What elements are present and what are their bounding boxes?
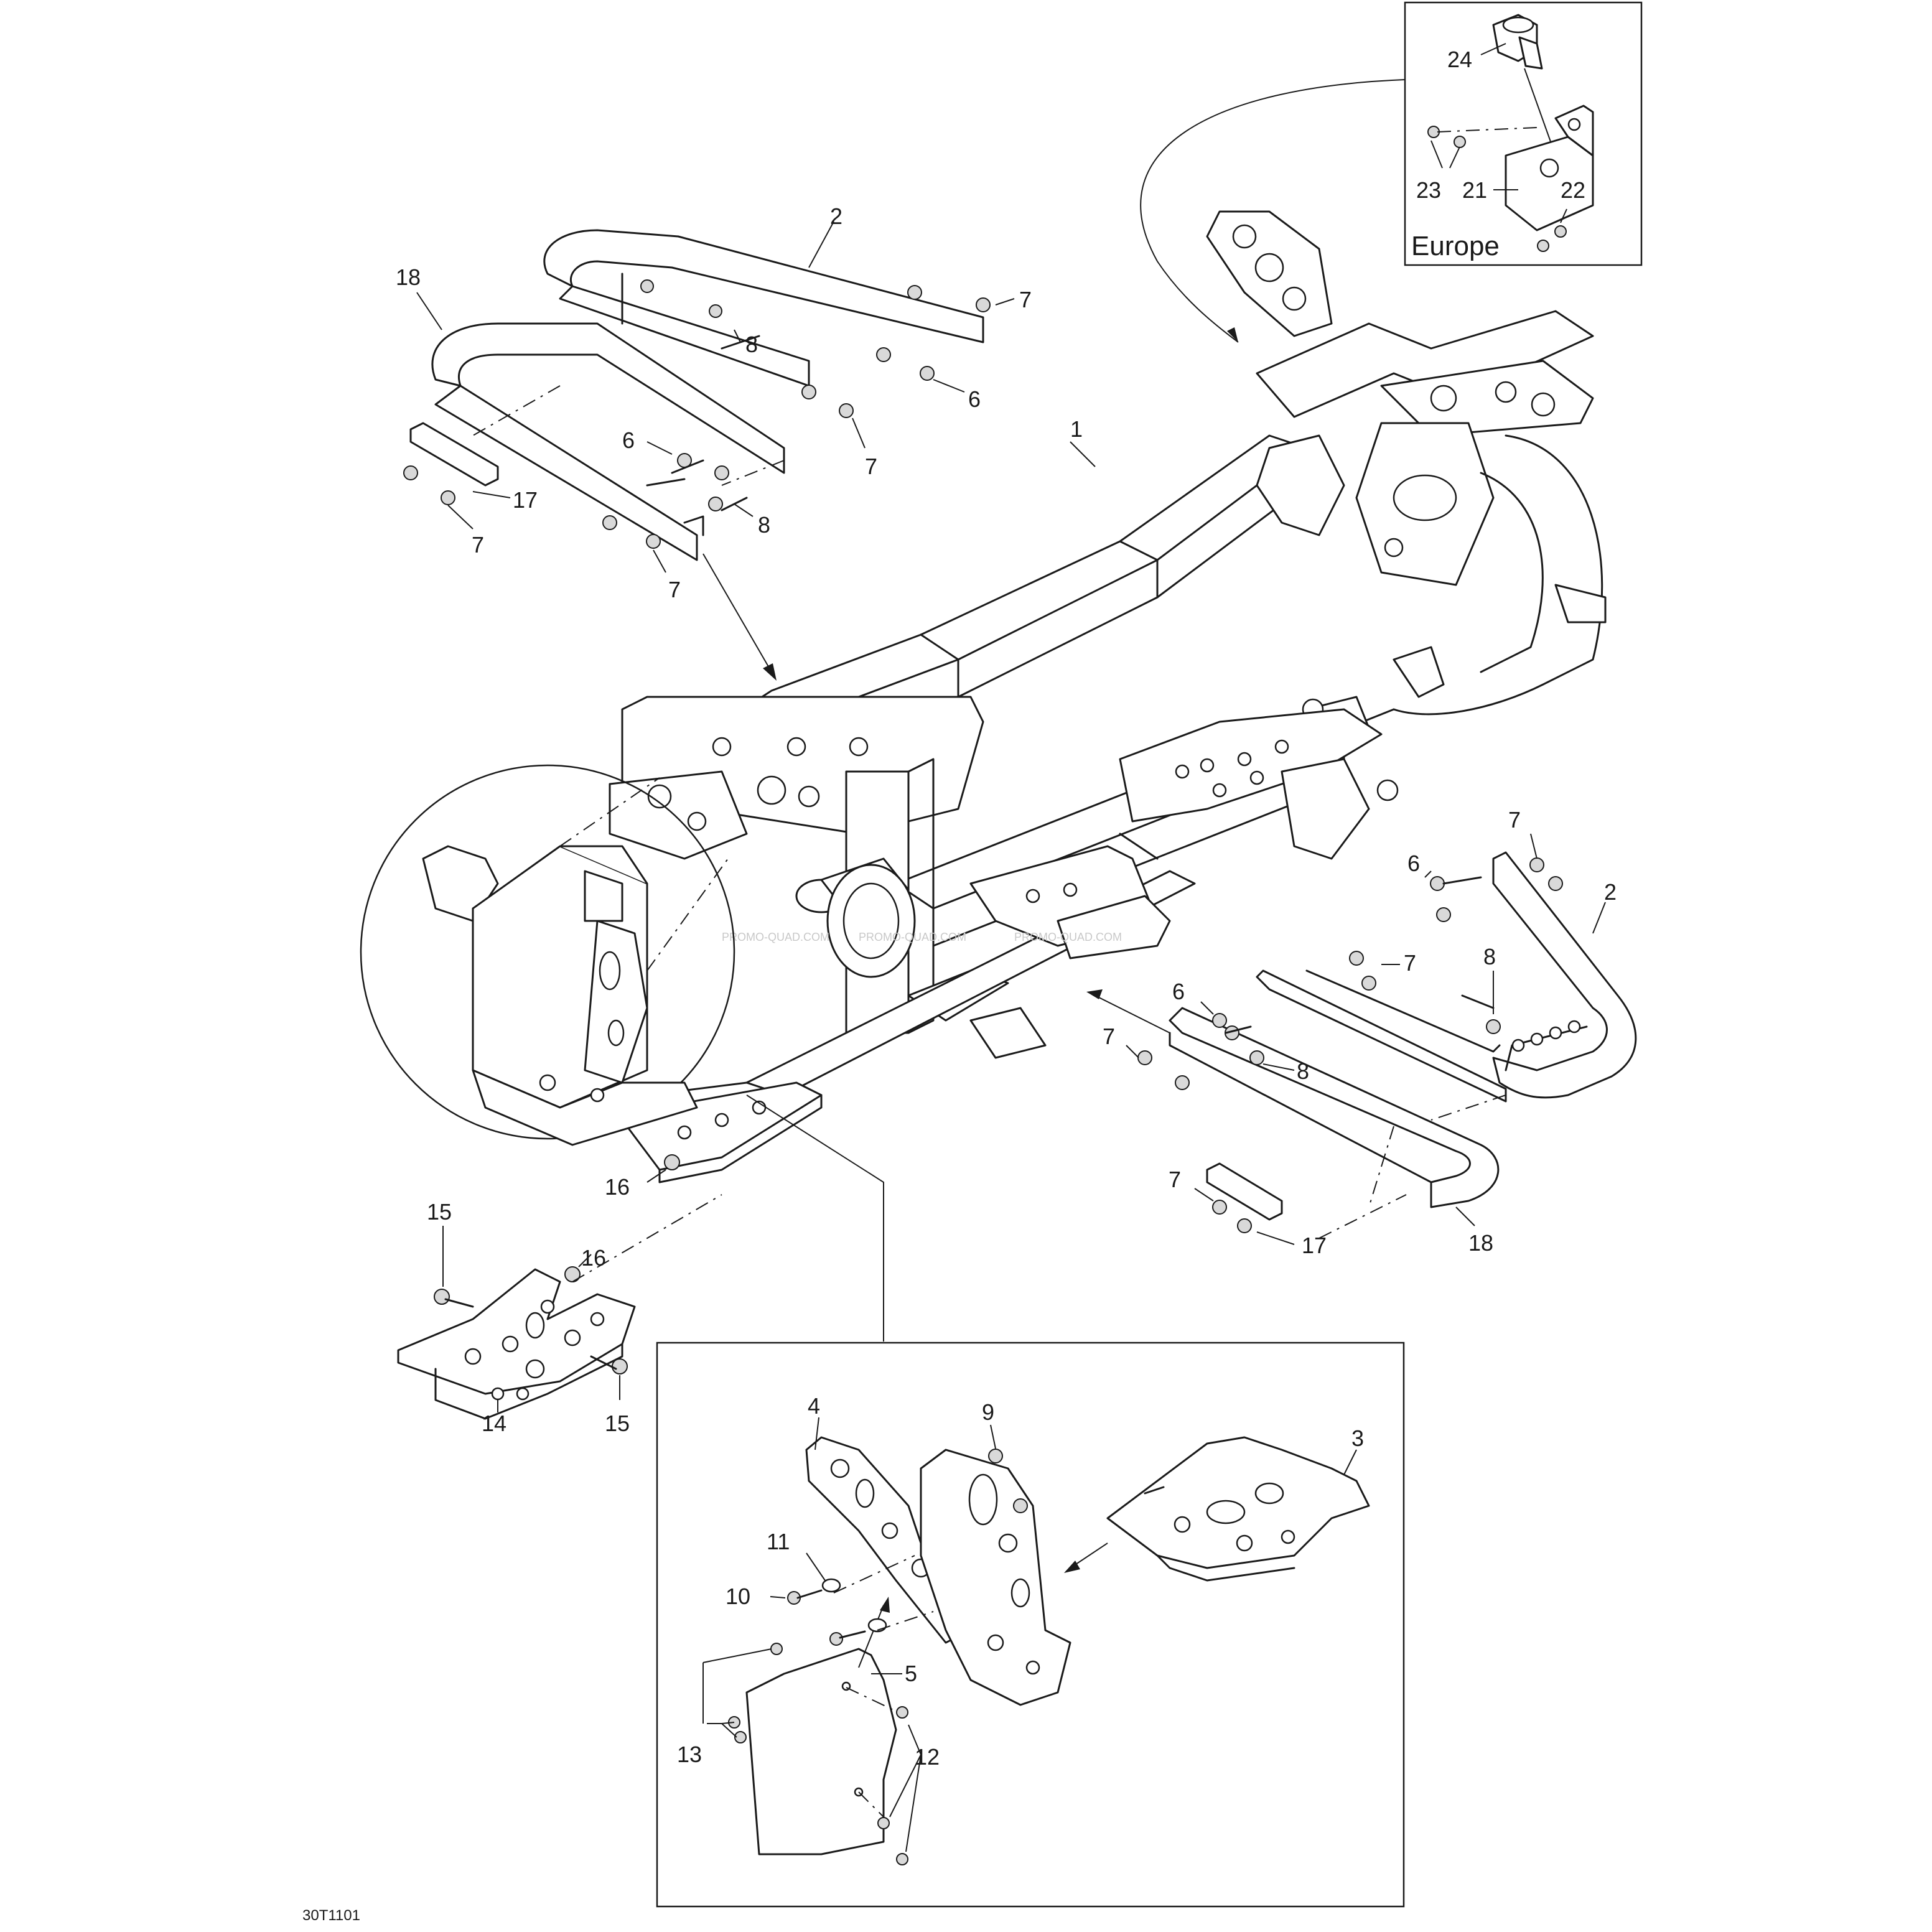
callout-15-b: 15 — [605, 1411, 630, 1436]
part-3-skid-plate — [1106, 1436, 1370, 1582]
callout-6-rear-a: 6 — [968, 386, 981, 412]
callout-5: 5 — [905, 1661, 917, 1686]
part-11-washer — [821, 1578, 841, 1593]
callout-8-rear-b: 8 — [758, 512, 770, 538]
callout-7-rear-c: 7 — [472, 532, 484, 558]
part-18-footrest-rear — [431, 322, 785, 561]
part-17-bracket-rear — [409, 422, 499, 487]
callout-8-front-b: 8 — [1297, 1058, 1309, 1084]
callout-10: 10 — [726, 1584, 750, 1609]
callout-15-a: 15 — [427, 1199, 452, 1225]
inset-label-europe: Europe — [1411, 231, 1500, 261]
callout-7-front-c: 7 — [1103, 1024, 1115, 1049]
callout-16-a: 16 — [581, 1245, 606, 1271]
callout-7-rear-a: 7 — [1019, 287, 1032, 312]
part-13-nut — [770, 1643, 783, 1655]
part-21-bracket — [1505, 105, 1594, 231]
callout-11: 11 — [767, 1529, 790, 1554]
callout-17-rear: 17 — [513, 487, 538, 513]
dash-front-3 — [1318, 1194, 1407, 1239]
callout-24: 24 — [1447, 47, 1472, 72]
callout-12: 12 — [915, 1744, 940, 1770]
callout-13: 13 — [677, 1742, 702, 1767]
rear-detail-circle — [360, 764, 735, 1146]
callout-7-rear-b: 7 — [865, 454, 877, 479]
callout-17-front: 17 — [1302, 1233, 1327, 1258]
callout-23: 23 — [1416, 177, 1441, 203]
inset-leader-bottom — [746, 1094, 884, 1342]
callout-14: 14 — [482, 1411, 506, 1436]
callout-4: 4 — [808, 1393, 820, 1419]
part-1-frame — [609, 210, 1607, 1183]
fasteners-front — [1137, 857, 1563, 1233]
dash-rear — [721, 460, 785, 486]
part-12-screw — [896, 1706, 908, 1719]
part-17-bracket-front — [1206, 1162, 1283, 1221]
detail-dash-2 — [646, 858, 729, 971]
callout-6-front-b: 6 — [1172, 979, 1185, 1004]
bottom-inset: 4 9 3 11 10 5 13 12 — [656, 1342, 1405, 1908]
callout-6-rear-b: 6 — [622, 427, 635, 453]
callout-2-front: 2 — [1604, 879, 1617, 905]
europe-inset: 24 23 21 22 Europe — [1404, 1, 1643, 266]
callout-18-rear: 18 — [396, 264, 421, 290]
arrow-rear-to-frame — [702, 553, 772, 673]
figure-code: 30T1101 — [302, 1907, 360, 1924]
part-9-nut — [988, 1449, 1003, 1463]
dash-18-17 — [472, 385, 561, 436]
inset-leader-arc — [1140, 79, 1406, 343]
watermark-2: PROMO-QUAD.COM — [859, 931, 966, 943]
callout-3: 3 — [1351, 1426, 1364, 1451]
part-2-rack-front — [1492, 851, 1637, 1099]
callout-7-front-d: 7 — [1169, 1167, 1181, 1192]
detail-dash-1 — [559, 777, 660, 847]
callout-21: 21 — [1462, 177, 1487, 203]
part-14-bracket — [397, 1268, 636, 1420]
callout-2-rear: 2 — [830, 203, 842, 229]
callout-7-front-a: 7 — [1508, 807, 1521, 833]
callout-9: 9 — [982, 1399, 994, 1425]
callout-1-frame: 1 — [1070, 416, 1083, 442]
callout-6-front-a: 6 — [1407, 851, 1420, 876]
arrow-front-to-frame — [1094, 995, 1170, 1034]
callout-7-rear-d: 7 — [668, 577, 681, 602]
part-main-bracket — [920, 1449, 1071, 1706]
part-22-nuts — [1537, 225, 1567, 252]
fasteners-rear — [403, 285, 991, 549]
watermark-1: PROMO-QUAD.COM — [722, 931, 829, 943]
callout-7-front-b: 7 — [1404, 950, 1416, 976]
callout-8-rear-a: 8 — [745, 332, 758, 357]
callout-16-b: 16 — [605, 1174, 630, 1200]
callout-22: 22 — [1561, 177, 1585, 203]
part-24-switch — [1492, 14, 1543, 70]
dash-14 — [572, 1194, 722, 1282]
callout-18-front: 18 — [1468, 1230, 1493, 1256]
dash-front-2 — [1368, 1126, 1394, 1208]
callout-8-front-a: 8 — [1483, 944, 1496, 969]
watermark-3: PROMO-QUAD.COM — [1014, 931, 1122, 943]
dash-front-1 — [1430, 1094, 1506, 1121]
